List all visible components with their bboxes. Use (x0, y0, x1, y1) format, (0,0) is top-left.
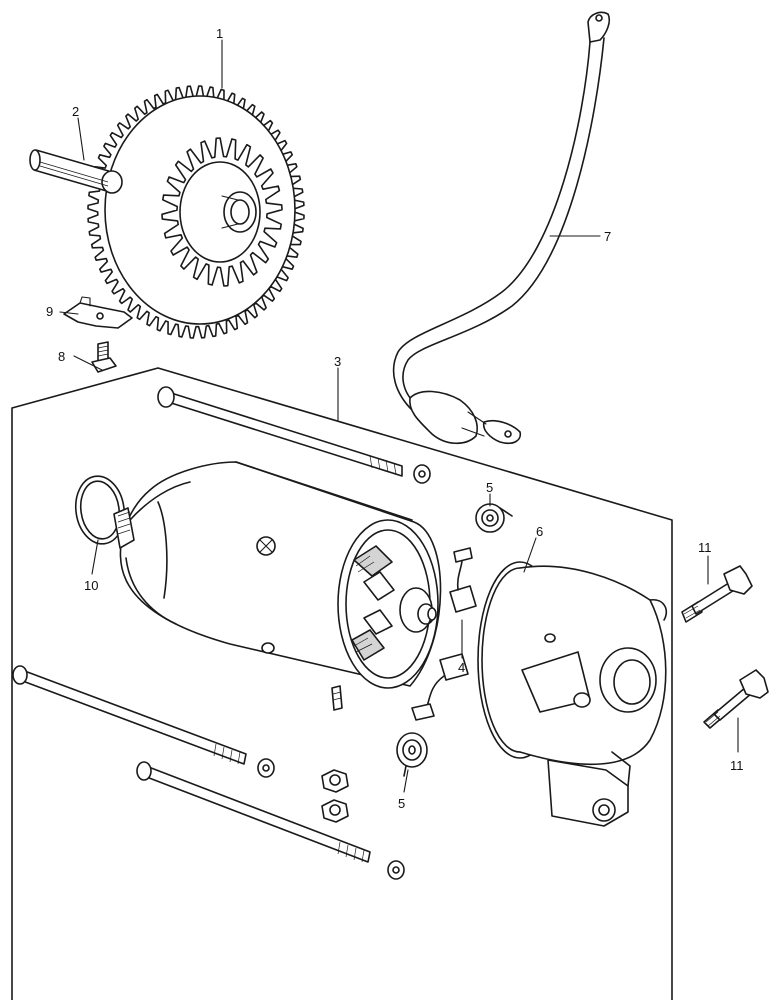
mount-bolt-upper (681, 565, 753, 623)
label-part-8: 8 (58, 349, 65, 364)
mount-bolt-lower (703, 669, 769, 729)
gear-shaft (29, 149, 123, 194)
label-part-11-upper: 11 (698, 540, 712, 555)
label-part-1: 1 (216, 26, 223, 41)
label-part-5-lower: 5 (398, 796, 405, 811)
brush-spring-lower (396, 732, 428, 777)
label-part-5-upper: 5 (486, 480, 493, 495)
label-part-3: 3 (334, 354, 341, 369)
label-part-10: 10 (84, 578, 98, 593)
through-bolt-lower-right (136, 761, 405, 880)
label-part-4: 4 (458, 660, 465, 675)
rear-cover (477, 561, 668, 827)
brush-upper (449, 547, 477, 613)
brush-spring-upper (475, 503, 513, 533)
through-bolt-upper (157, 386, 431, 484)
assembly-frame (11, 367, 673, 1000)
label-part-2: 2 (72, 104, 79, 119)
label-part-11-lower: 11 (730, 758, 744, 773)
starter-cable (392, 11, 611, 445)
through-bolt-lower-left (12, 665, 275, 778)
hex-nut (321, 769, 349, 823)
gear-bolt (91, 341, 117, 373)
label-part-9: 9 (46, 304, 53, 319)
label-part-7: 7 (604, 229, 611, 244)
leader-lines (59, 39, 739, 793)
label-part-6: 6 (536, 524, 543, 539)
drive-gear (87, 85, 305, 339)
o-ring (74, 475, 126, 545)
lock-plate (63, 296, 133, 329)
starter-motor (113, 461, 442, 711)
brush-lower (411, 653, 469, 721)
